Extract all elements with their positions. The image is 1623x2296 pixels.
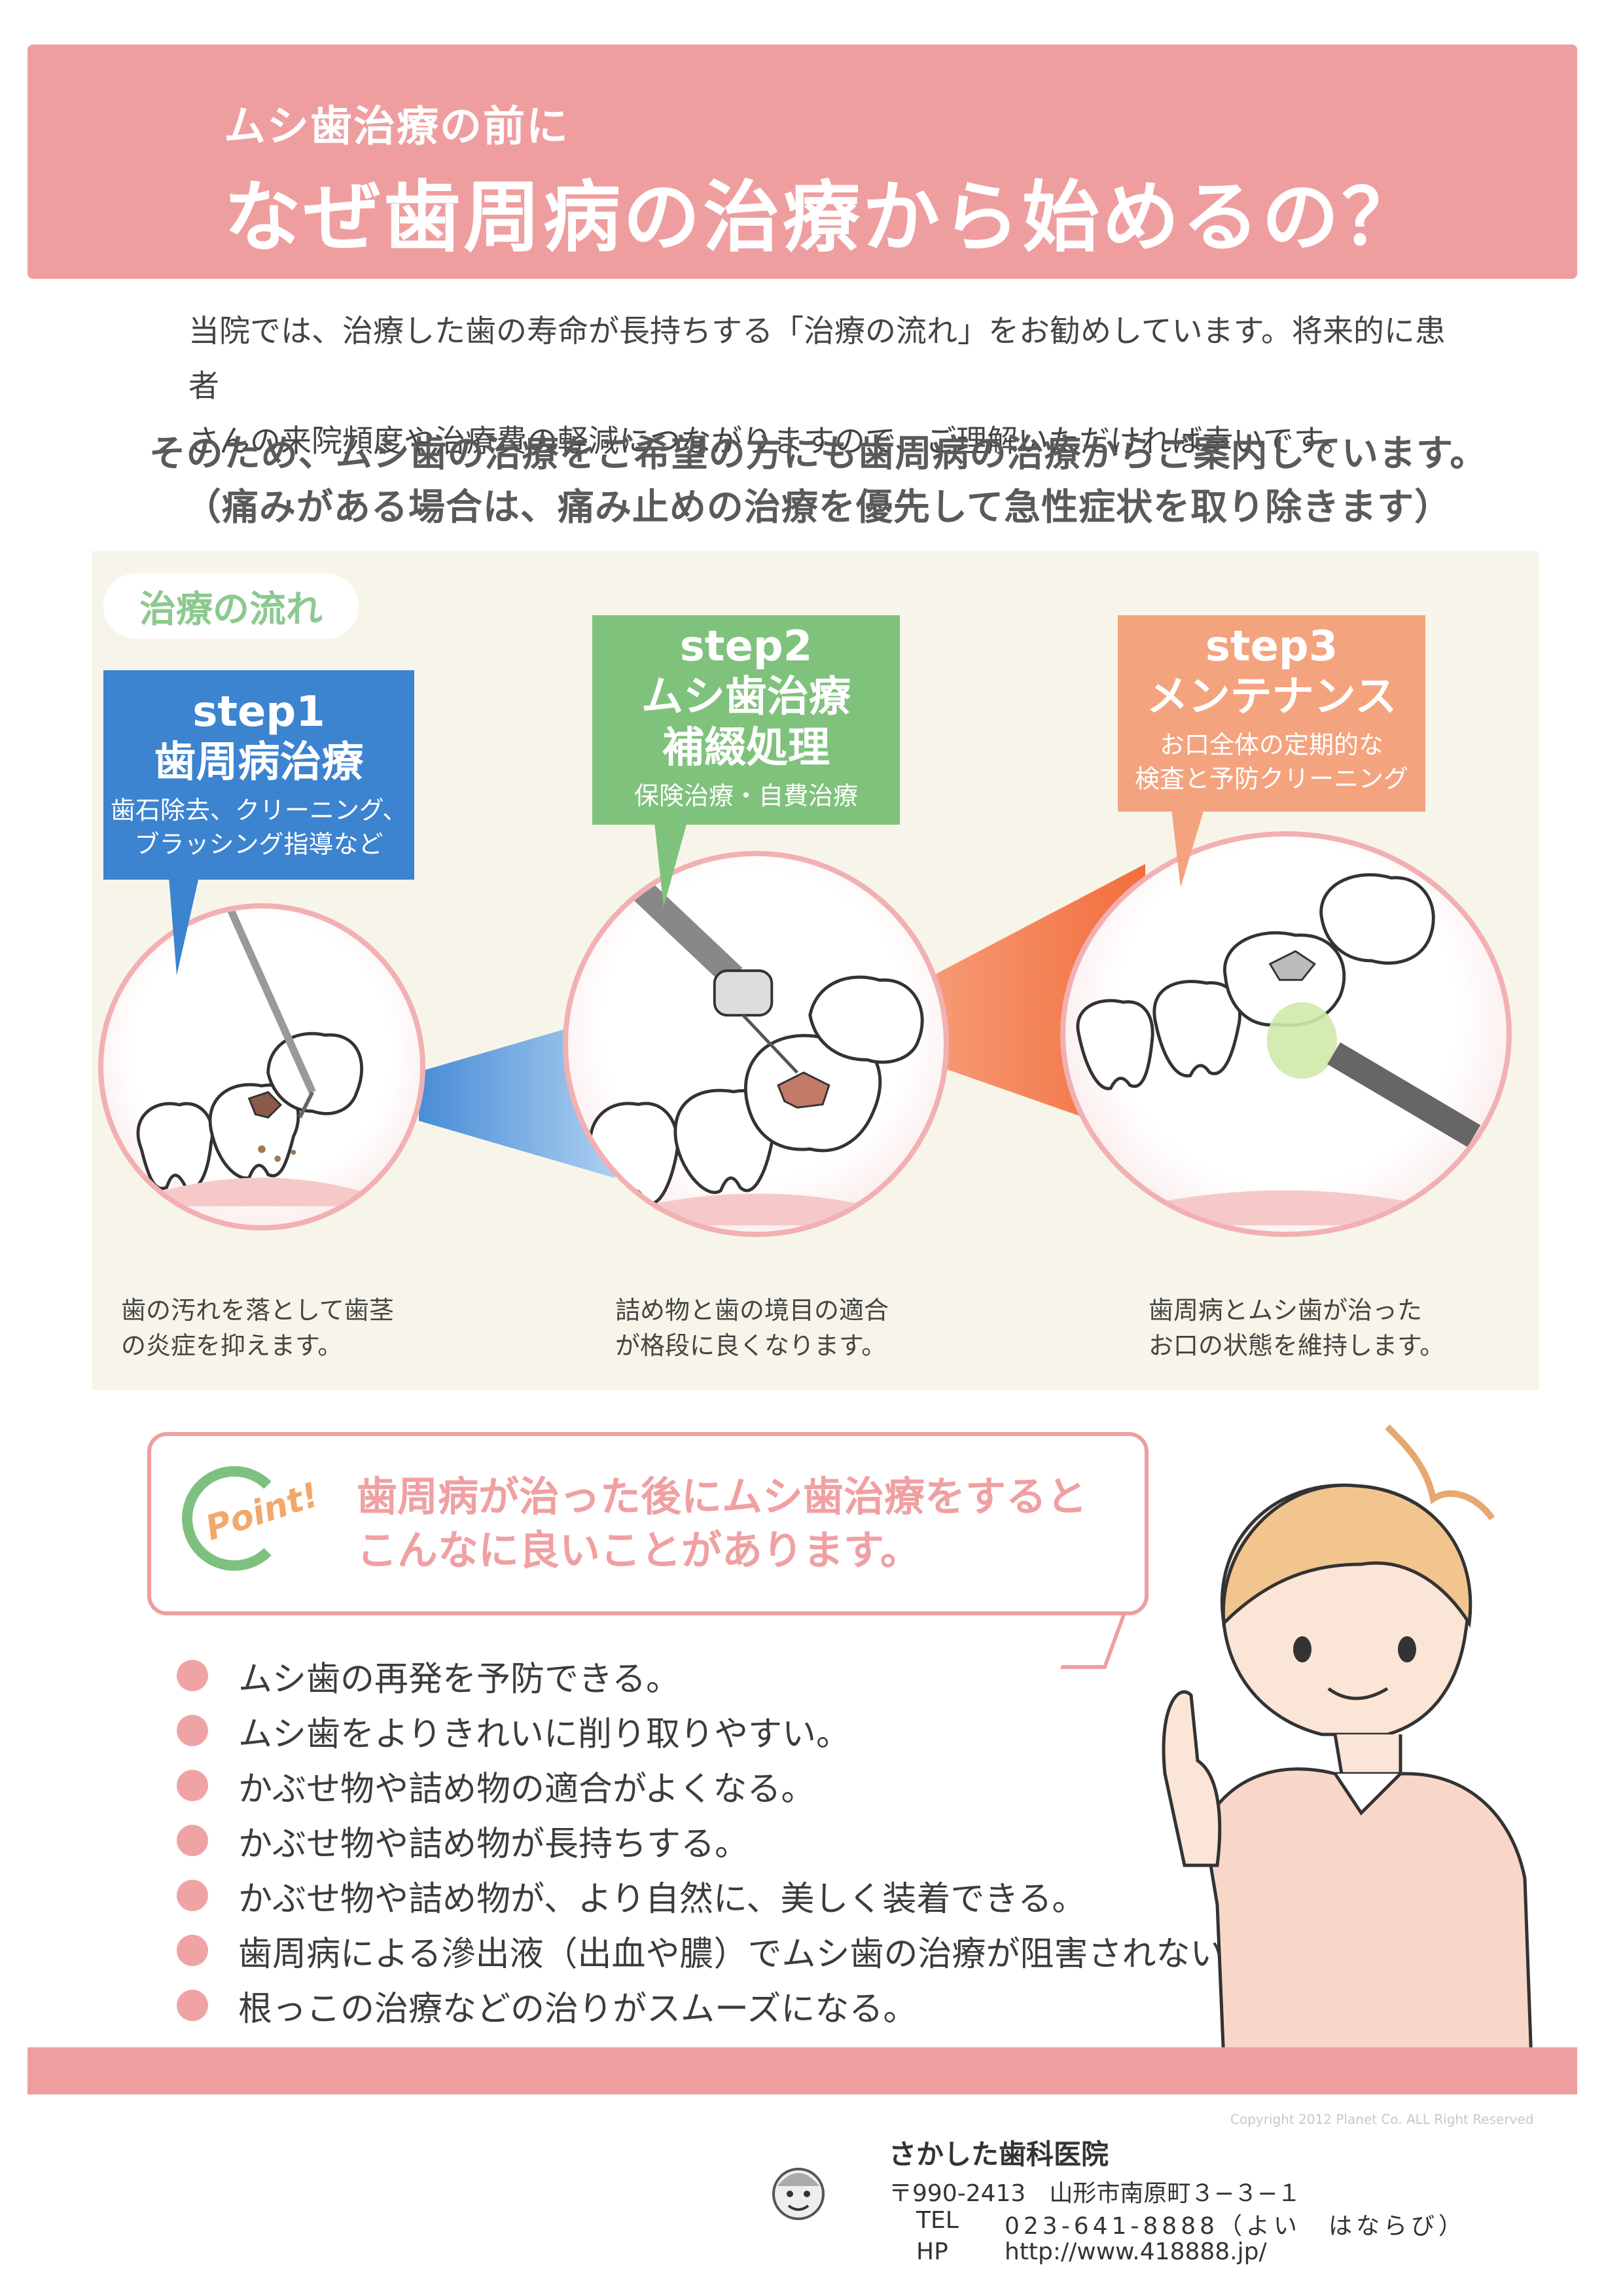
point-text-line: 歯周病が治った後にムシ歯治療をすると [357, 1473, 1088, 1520]
benefit-text: ムシ歯をよりきれいに削り取りやすい。 [238, 1714, 850, 1754]
brush-teeth-icon [1069, 873, 1503, 1226]
step2-name: step2 [679, 622, 813, 671]
step3-pointer [1171, 809, 1204, 888]
benefit-text: 歯周病による滲出液（出血や膿）でムシ歯の治療が阻害されない。 [238, 1934, 1258, 1974]
footer-bar [27, 2047, 1577, 2094]
clinic-name: さかした歯科医院 [889, 2138, 1109, 2170]
step1-name: step1 [192, 688, 325, 736]
step3-caption: 歯周病とムシ歯が治った お口の状態を維持します。 [1149, 1293, 1444, 1363]
step1-box: step1 歯周病治療 歯石除去、クリーニング、 ブラッシング指導など [103, 670, 414, 880]
step2-box: step2 ムシ歯治療 補綴処理 保険治療・自費治療 [592, 615, 900, 825]
step3-desc-line: お口全体の定期的な [1159, 730, 1383, 759]
drill-teeth-icon [574, 859, 938, 1226]
dentist-face-icon [772, 2168, 825, 2220]
bullet-dot-icon [177, 1990, 208, 2021]
step2-pointer [654, 822, 687, 907]
list-item: かぶせ物や詰め物が長持ちする。 [177, 1813, 1258, 1868]
caption-line: 歯周病とムシ歯が治った [1149, 1296, 1423, 1325]
intro-paragraph: 当院では、治療した歯の寿命が長持ちする「治療の流れ」をお勧めしています。将来的に… [188, 304, 1465, 469]
list-item: ムシ歯をよりきれいに削り取りやすい。 [177, 1703, 1258, 1758]
step1-desc-line: ブラッシング指導など [134, 830, 383, 859]
benefit-text: かぶせ物や詰め物の適合がよくなる。 [238, 1769, 815, 1809]
clinic-address: 〒990-2413 山形市南原町３−３−１ [889, 2180, 1301, 2207]
staff-illustration-icon [1162, 1424, 1533, 2062]
header-subtitle: ムシ歯治療の前に [224, 103, 569, 151]
tel-number: 023-641-8888（よい はならび） [1005, 2213, 1467, 2240]
caption-line: が格段に良くなります。 [615, 1331, 887, 1360]
step2-illustration [563, 851, 949, 1237]
bullet-dot-icon [177, 1825, 208, 1856]
benefit-text: 根っこの治療などの治りがスムーズになる。 [238, 1989, 918, 2029]
caption-line: お口の状態を維持します。 [1149, 1331, 1445, 1360]
lead-line: そのため、ムシ歯の治療をご希望の方にも歯周病の治療からご案内しています。 [149, 433, 1488, 475]
page-title: なぜ歯周病の治療から始めるの？ [224, 172, 1422, 262]
point-speech-bubble [147, 1432, 1149, 1615]
intro-line: さんの来院頻度や治療費の軽減につながりますので、ご理解いただければ幸いです。 [188, 423, 1353, 459]
tel-label: TEL [916, 2207, 959, 2234]
scaler-teeth-icon [116, 908, 408, 1206]
caption-line: 歯の汚れを落として歯茎 [121, 1296, 394, 1325]
step1-desc-line: 歯石除去、クリーニング、 [110, 796, 408, 825]
list-item: 歯周病による滲出液（出血や膿）でムシ歯の治療が阻害されない。 [177, 1923, 1258, 1978]
point-text: 歯周病が治った後にムシ歯治療をすると こんなに良いことがあります。 [357, 1470, 1087, 1577]
step3-box: step3 メンテナンス お口全体の定期的な 検査と予防クリーニング [1118, 615, 1425, 812]
header-banner: ムシ歯治療の前に なぜ歯周病の治療から始めるの？ [27, 45, 1577, 279]
step3-desc-line: 検査と予防クリーニング [1134, 764, 1408, 793]
bullet-dot-icon [177, 1660, 208, 1691]
step1-illustration [98, 903, 425, 1230]
bullet-dot-icon [177, 1880, 208, 1911]
benefit-text: かぶせ物や詰め物が長持ちする。 [238, 1824, 749, 1864]
caption-line: の炎症を抑えます。 [121, 1331, 343, 1360]
point-text-line: こんなに良いことがあります。 [357, 1526, 921, 1574]
step2-title-line: 補綴処理 [662, 724, 830, 772]
hp-link[interactable]: http://www.418888.jp/ [1005, 2238, 1267, 2265]
step1-desc: 歯石除去、クリーニング、 ブラッシング指導など [103, 793, 414, 861]
bullet-dot-icon [177, 1770, 208, 1801]
step1-caption: 歯の汚れを落として歯茎 の炎症を抑えます。 [121, 1293, 394, 1363]
bullet-dot-icon [177, 1715, 208, 1746]
step3-title: メンテナンス [1146, 673, 1397, 721]
list-item: 根っこの治療などの治りがスムーズになる。 [177, 1978, 1258, 2033]
bullet-dot-icon [177, 1935, 208, 1966]
caption-line: 詰め物と歯の境目の適合 [615, 1296, 889, 1325]
step2-title-line: ムシ歯治療 [641, 673, 851, 721]
step3-name: step3 [1205, 622, 1338, 671]
step3-desc: お口全体の定期的な 検査と予防クリーニング [1118, 728, 1425, 796]
copyright-text: Copyright 2012 Planet Co. ALL Right Rese… [1230, 2111, 1534, 2127]
step1-pointer [169, 877, 199, 975]
benefit-text: ムシ歯の再発を予防できる。 [238, 1659, 680, 1699]
lead-note: （痛みがある場合は、痛み止めの治療を優先して急性症状を取り除きます） [184, 486, 1452, 529]
step2-desc: 保険治療・自費治療 [633, 781, 858, 810]
benefits-list: ムシ歯の再発を予防できる。 ムシ歯をよりきれいに削り取りやすい。 かぶせ物や詰め… [177, 1648, 1258, 2033]
step1-title: 歯周病治療 [154, 738, 364, 787]
list-item: ムシ歯の再発を予防できる。 [177, 1648, 1258, 1703]
hp-label: HP [916, 2238, 948, 2265]
list-item: かぶせ物や詰め物が、より自然に、美しく装着できる。 [177, 1868, 1258, 1923]
flow-badge: 治療の流れ [103, 573, 359, 639]
step3-illustration [1060, 831, 1512, 1237]
list-item: かぶせ物や詰め物の適合がよくなる。 [177, 1758, 1258, 1813]
intro-line: 当院では、治療した歯の寿命が長持ちする「治療の流れ」をお勧めしています。将来的に… [188, 314, 1446, 404]
step2-caption: 詰め物と歯の境目の適合 が格段に良くなります。 [615, 1293, 889, 1363]
benefit-text: かぶせ物や詰め物が、より自然に、美しく装着できる。 [238, 1879, 1086, 1919]
